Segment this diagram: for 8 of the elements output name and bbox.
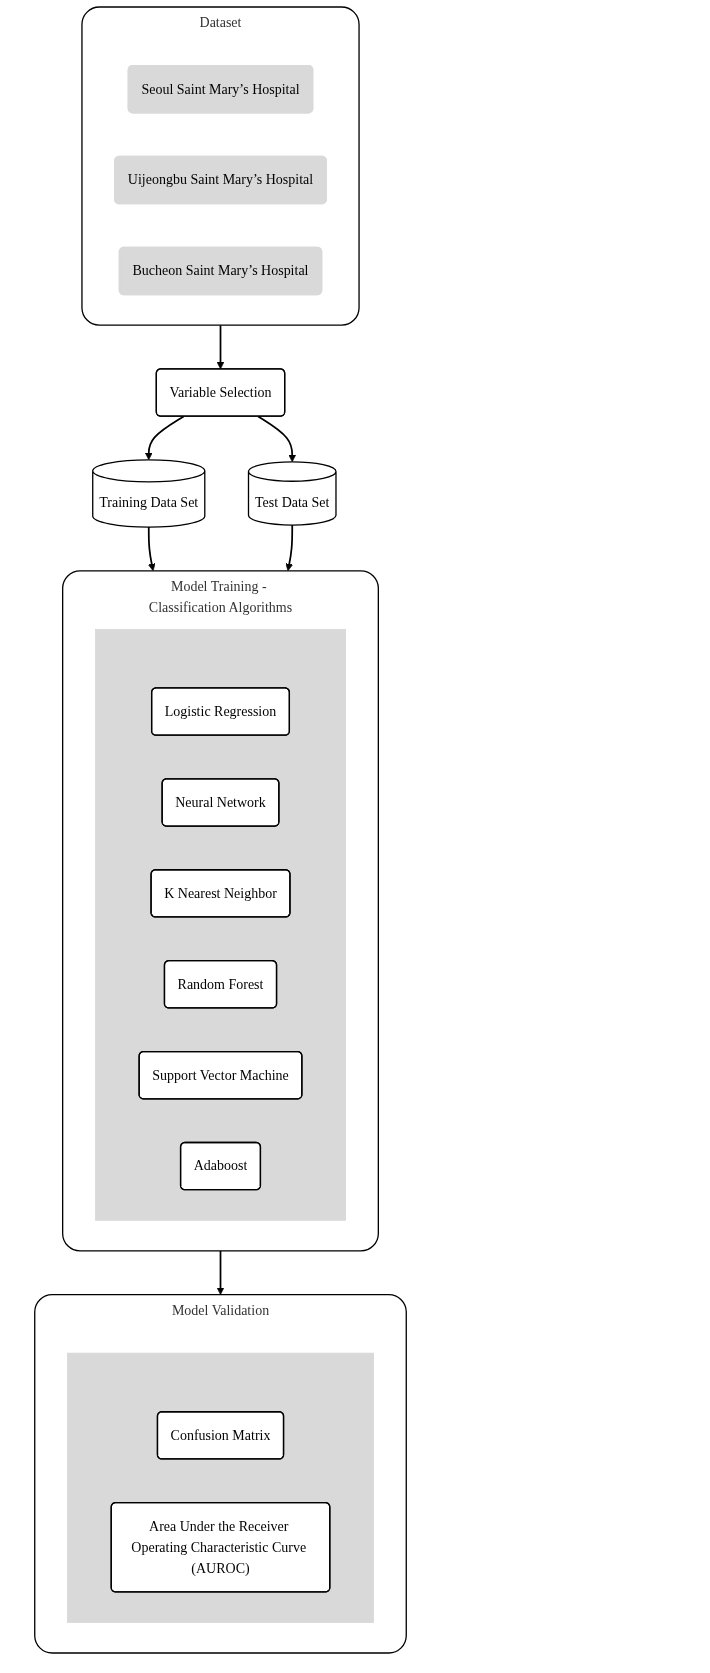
arrow: [216, 324, 225, 370]
arrow: [144, 415, 185, 461]
arrow: [285, 524, 294, 572]
cluster: [67, 1352, 374, 1623]
arrow: [216, 1250, 225, 1295]
arrow: [257, 415, 297, 463]
cluster: [95, 628, 346, 1221]
arrow: [147, 526, 156, 572]
